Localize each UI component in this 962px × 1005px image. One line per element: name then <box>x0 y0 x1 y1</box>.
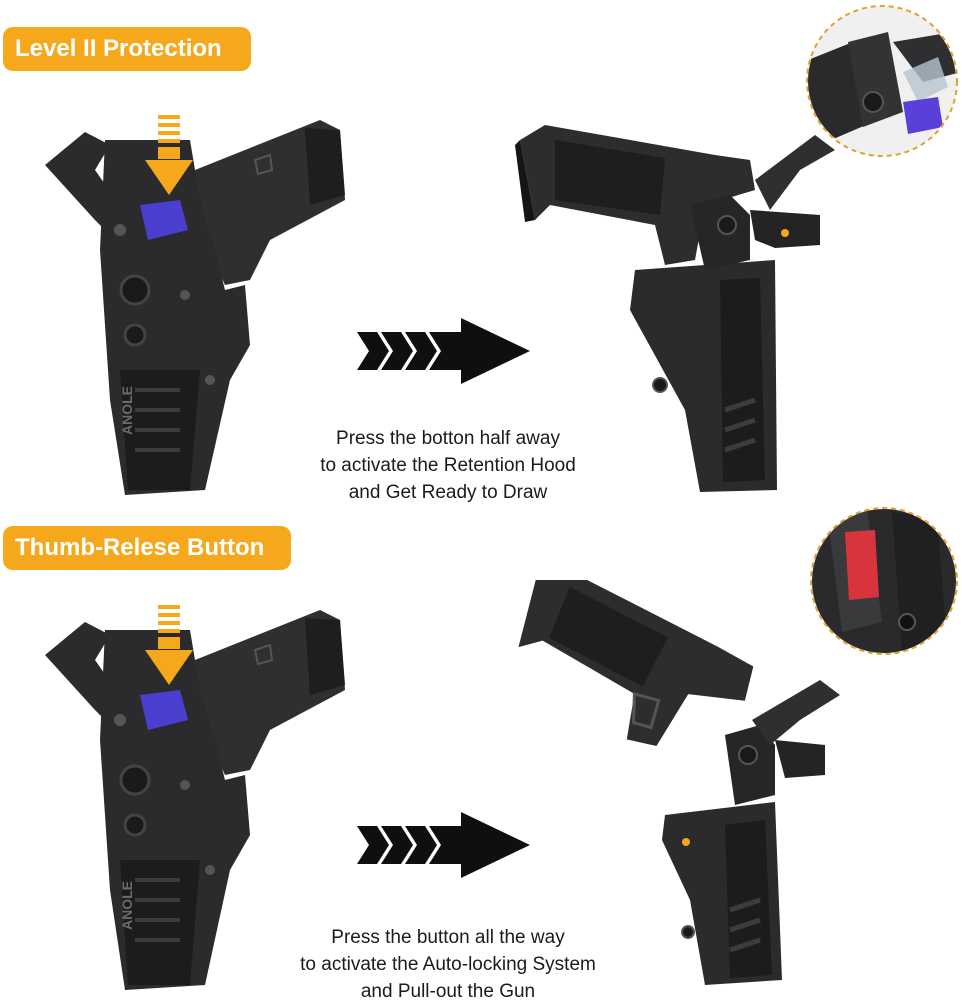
caption-line: to activate the Auto-locking System <box>300 954 596 975</box>
holster-pressed-illustration: ANOLE <box>40 110 360 500</box>
zoom-inset <box>803 2 961 160</box>
panel-level-ii-protection: Level II Protection ANOLE <box>0 0 962 503</box>
gun-drawn-illustration <box>490 580 850 990</box>
caption-line: to activate the Retention Hood <box>320 455 576 476</box>
zoom-inset <box>807 502 961 660</box>
release-button <box>140 690 188 730</box>
direction-arrow-icon <box>357 318 532 384</box>
press-down-arrow-icon <box>145 115 193 195</box>
caption-line: and Get Ready to Draw <box>348 482 548 503</box>
instruction-caption: Press the botton half away to activate t… <box>238 425 658 506</box>
holster-pressed-illustration: ANOLE <box>40 600 360 990</box>
release-button <box>140 200 188 240</box>
panel-thumb-release-button: Thumb-Relese Button ANOLE <box>0 500 962 1002</box>
section-badge: Thumb-Relese Button <box>3 526 291 570</box>
section-badge: Level II Protection <box>3 27 251 71</box>
caption-line: and Pull-out the Gun <box>360 981 536 1002</box>
caption-line: Press the button all the way <box>331 927 565 948</box>
instruction-caption: Press the button all the way to activate… <box>238 924 658 1005</box>
caption-line: Press the botton half away <box>336 428 560 449</box>
press-down-arrow-icon <box>145 605 193 685</box>
direction-arrow-icon <box>357 812 532 878</box>
brand-mark: ANOLE <box>119 881 135 930</box>
brand-mark: ANOLE <box>119 386 135 435</box>
holster-hood-open-illustration <box>515 110 835 500</box>
